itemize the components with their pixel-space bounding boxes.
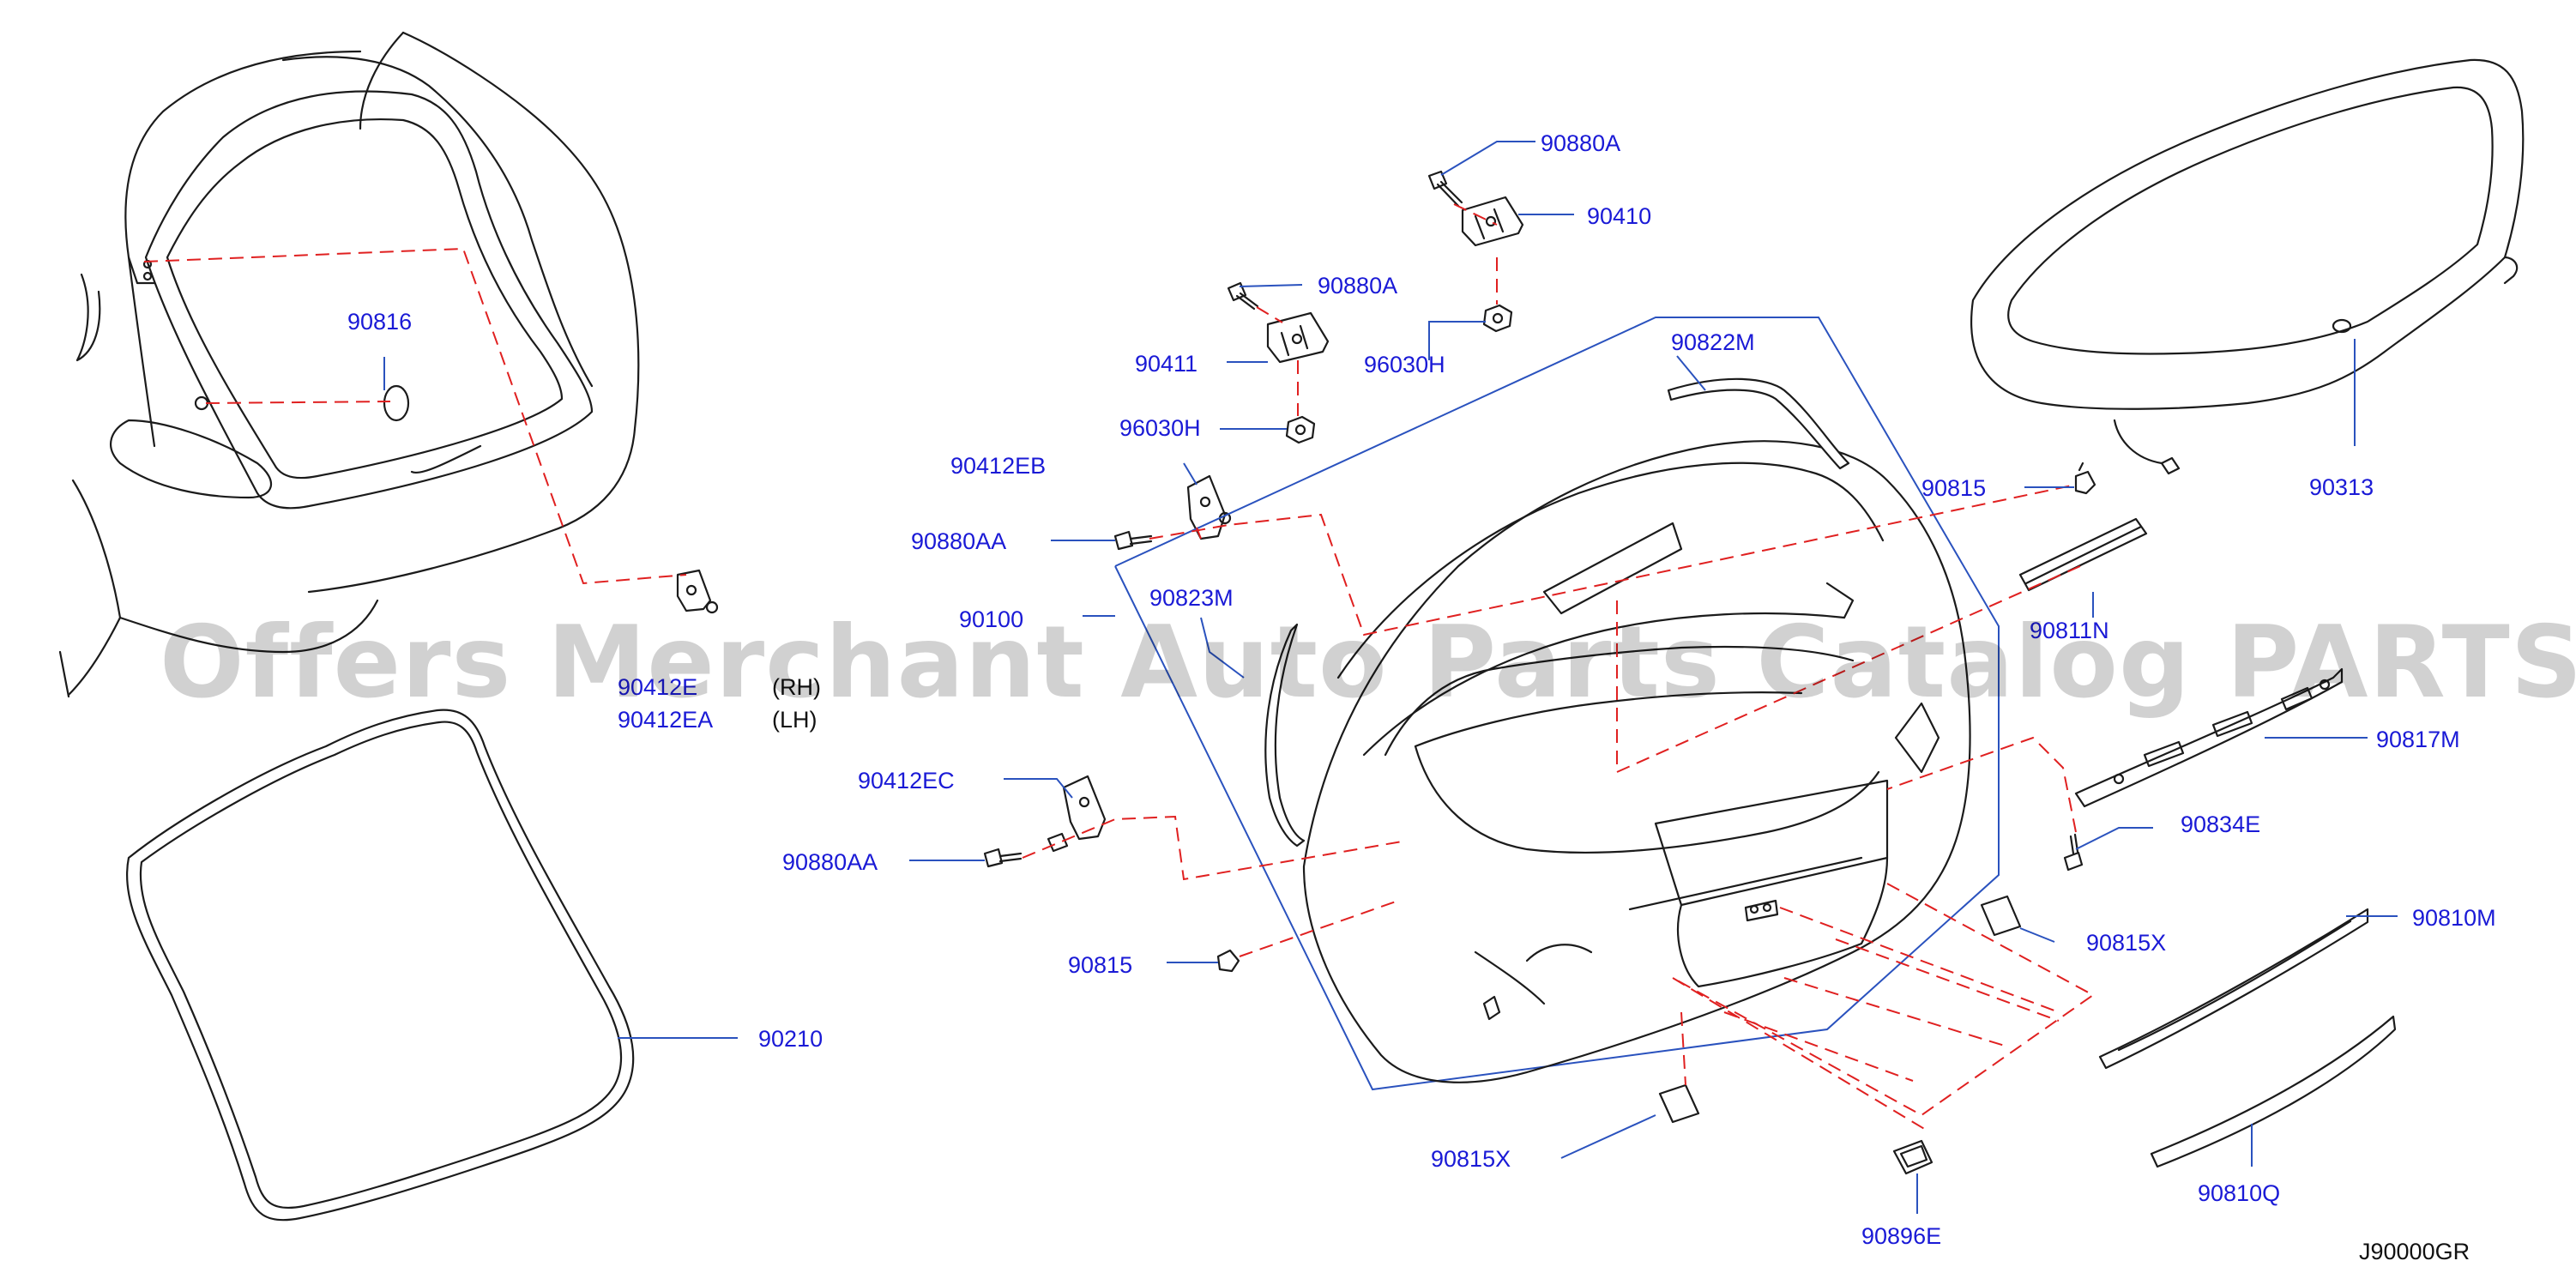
label-90815-left: 90815 xyxy=(1068,952,1132,978)
nut-96030H-left xyxy=(1285,415,1316,444)
finisher-90817M xyxy=(2074,667,2344,808)
label-90896E: 90896E xyxy=(1861,1223,1941,1249)
label-96030H-right: 96030H xyxy=(1364,352,1445,377)
nut-96030H-right xyxy=(1482,304,1513,333)
bolt-90880AA-bottom xyxy=(983,848,1023,868)
label-90810M: 90810M xyxy=(2412,905,2496,931)
label-rh: (RH) xyxy=(772,674,821,700)
label-90410: 90410 xyxy=(1587,203,1651,229)
molding-90823M xyxy=(1264,623,1306,848)
label-90880A-top: 90880A xyxy=(1541,130,1620,156)
label-90880AA-top: 90880AA xyxy=(911,528,1006,554)
watermark: Offers Merchant Auto Parts Catalog PARTS… xyxy=(160,605,2576,721)
molding-90822M xyxy=(1667,377,1850,470)
clip-90815-right xyxy=(2074,462,2096,495)
label-90822M: 90822M xyxy=(1671,329,1755,355)
bracket-90412E xyxy=(676,569,719,614)
label-90210: 90210 xyxy=(758,1026,823,1052)
clip-90815-left xyxy=(1216,949,1240,973)
label-90834E: 90834E xyxy=(2181,811,2260,837)
part-labels: 90880A 90410 90880A 90411 96030H 96030H … xyxy=(347,130,2496,1264)
label-90880AA-bottom: 90880AA xyxy=(782,849,878,875)
label-lh: (LH) xyxy=(772,707,817,733)
cap-90816 xyxy=(383,384,410,422)
hinge-90410 xyxy=(1461,196,1524,247)
label-90411: 90411 xyxy=(1135,351,1198,377)
bolt-90880AA-top xyxy=(1113,530,1153,551)
label-90815X-bottom: 90815X xyxy=(1431,1146,1511,1172)
weatherstrip-90210 xyxy=(125,709,635,1222)
label-90313: 90313 xyxy=(2309,474,2374,500)
label-90811N: 90811N xyxy=(2030,618,2109,643)
glass-90313 xyxy=(1970,58,2525,475)
label-90412E: 90412E xyxy=(618,674,697,700)
diagram-id: J90000GR xyxy=(2359,1239,2470,1264)
leader-lines xyxy=(383,141,2398,1214)
bracket-90412EC xyxy=(1047,775,1107,853)
label-90100: 90100 xyxy=(959,606,1023,632)
tailgate-90100 xyxy=(1302,440,1971,1083)
screw-90834E xyxy=(2063,833,2084,872)
label-90412EB: 90412EB xyxy=(950,453,1046,479)
pad-90815X-bottom xyxy=(1658,1083,1700,1124)
hinge-90411 xyxy=(1266,311,1330,364)
finisher-90810Q xyxy=(2150,1015,2397,1168)
bracket-90412EB xyxy=(1186,474,1232,540)
label-90880A-mid: 90880A xyxy=(1318,273,1397,299)
vehicle-rear-body xyxy=(58,31,640,698)
label-90412EC: 90412EC xyxy=(858,768,955,793)
label-90817M: 90817M xyxy=(2376,727,2460,752)
label-96030H-left: 96030H xyxy=(1119,415,1201,441)
reference-lines xyxy=(143,203,2095,1133)
label-90810Q: 90810Q xyxy=(2198,1180,2280,1206)
label-90823M: 90823M xyxy=(1149,585,1234,611)
finisher-90810M xyxy=(2098,908,2369,1070)
bumper-90896E xyxy=(1892,1139,1934,1175)
bolt-90880A-top xyxy=(1427,170,1463,208)
label-90412EA: 90412EA xyxy=(618,707,713,733)
label-90815-right: 90815 xyxy=(1921,475,1986,501)
label-90815X-right: 90815X xyxy=(2086,930,2166,956)
lamp-90811N xyxy=(2018,517,2148,592)
label-90816: 90816 xyxy=(347,309,412,335)
pad-90815X-right xyxy=(1980,895,2022,937)
frame-90100 xyxy=(1114,317,2000,1091)
bolt-90880A-mid xyxy=(1227,281,1259,311)
